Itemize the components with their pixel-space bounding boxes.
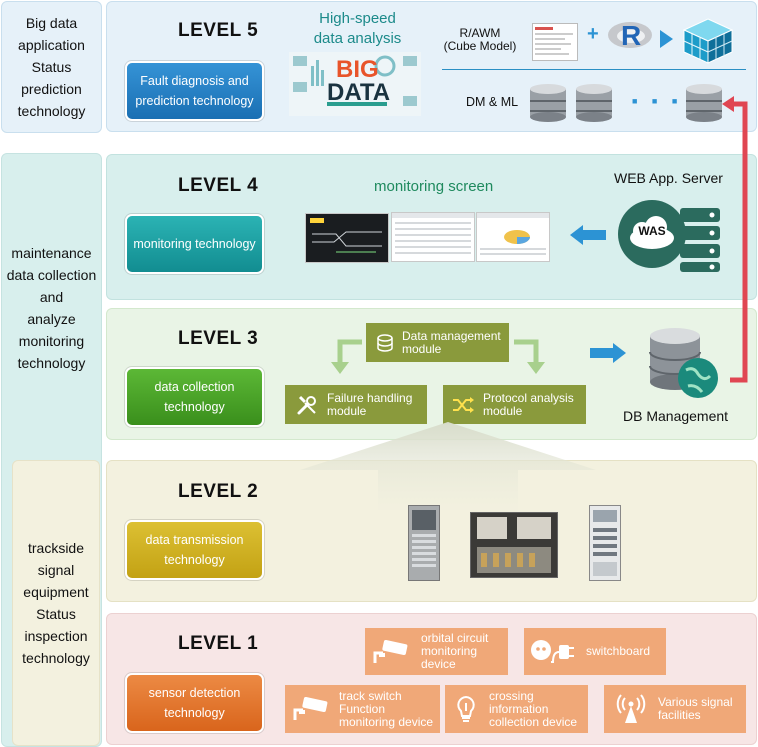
arrow-left-curve-icon bbox=[331, 339, 362, 374]
arrow-right-icon bbox=[590, 343, 626, 368]
monitoring-screenshot-3 bbox=[476, 212, 550, 262]
level5-tech-button[interactable]: Fault diagnosis and prediction technolog… bbox=[127, 63, 262, 119]
switchboard-box[interactable]: switchboard bbox=[524, 628, 666, 675]
protocol-analysis-label: Protocol analysis module bbox=[483, 390, 574, 418]
up-arrow-shape bbox=[300, 422, 596, 510]
db-management-icon bbox=[648, 326, 720, 402]
r-logo-icon bbox=[606, 20, 654, 56]
big-data-graphic bbox=[289, 52, 421, 116]
database-small-icon bbox=[374, 333, 396, 352]
level5-tech-label: Fault diagnosis and prediction technolog… bbox=[135, 74, 254, 108]
cube-icon bbox=[682, 17, 734, 65]
arrow-left-icon bbox=[570, 225, 606, 250]
crossing-info-label: crossing information collection device bbox=[489, 688, 578, 729]
database-icon bbox=[530, 84, 566, 122]
level5-title: LEVEL 5 bbox=[178, 20, 259, 41]
rawm-label: R/AWM (Cube Model) bbox=[443, 26, 517, 53]
level2-title: LEVEL 2 bbox=[178, 481, 259, 502]
cctv-camera-icon bbox=[291, 696, 331, 722]
red-connector-arrow bbox=[722, 96, 748, 383]
level5-divider bbox=[442, 69, 746, 70]
plus-sign: + bbox=[587, 23, 599, 45]
level3-tech-label: data collection technology bbox=[154, 380, 235, 414]
level3-tech-button[interactable]: data collection technology bbox=[127, 369, 262, 425]
equipment-cabinet-2 bbox=[589, 505, 621, 581]
shuffle-icon bbox=[451, 396, 475, 414]
web-app-server-label: WEB App. Server bbox=[614, 170, 723, 186]
sidebar-top-label: Big data application Status prediction t… bbox=[17, 15, 86, 119]
ellipsis-dots: ■ ■ ■ bbox=[632, 96, 684, 106]
database-icon bbox=[686, 84, 722, 122]
data-management-label: Data management module bbox=[402, 328, 501, 356]
dmml-label: DM & ML bbox=[466, 95, 519, 109]
database-icon bbox=[576, 84, 612, 122]
orbital-circuit-label: orbital circuit monitoring device bbox=[421, 631, 489, 671]
track-switch-box[interactable]: track switch Function monitoring device bbox=[285, 685, 440, 733]
failure-handling-module[interactable]: Failure handling module bbox=[285, 385, 427, 424]
equipment-cabinet-1 bbox=[408, 505, 440, 581]
monitoring-screenshot-2 bbox=[391, 212, 475, 262]
document-icon bbox=[532, 23, 578, 61]
arrow-right-curve-icon bbox=[514, 339, 545, 374]
arrow-right-icon bbox=[660, 30, 673, 48]
sidebar-top: Big data application Status prediction t… bbox=[1, 1, 102, 133]
level1-title: LEVEL 1 bbox=[178, 633, 259, 654]
sidebar-bottom-label: trackside signal equipment Status inspec… bbox=[22, 540, 90, 666]
was-server-icon bbox=[618, 198, 722, 274]
monitoring-screenshot-1 bbox=[305, 213, 389, 263]
protocol-analysis-module[interactable]: Protocol analysis module bbox=[443, 385, 586, 424]
failure-handling-label: Failure handling module bbox=[327, 390, 413, 418]
orbital-circuit-box[interactable]: orbital circuit monitoring device bbox=[365, 628, 508, 675]
level4-tech-button[interactable]: monitoring technology bbox=[127, 216, 262, 272]
r-letter: R bbox=[621, 20, 642, 51]
level2-tech-label: data transmission technology bbox=[145, 533, 244, 567]
antenna-icon bbox=[614, 694, 648, 724]
switchboard-label: switchboard bbox=[586, 644, 651, 658]
monitoring-screen-label: monitoring screen bbox=[374, 178, 494, 195]
was-label: WAS bbox=[638, 224, 666, 238]
equipment-open-case bbox=[470, 512, 558, 578]
big-text: BIG bbox=[336, 56, 379, 83]
plug-icon bbox=[528, 637, 578, 667]
cctv-camera-icon bbox=[371, 639, 411, 665]
data-management-module[interactable]: Data management module bbox=[366, 323, 509, 362]
level1-tech-button[interactable]: sensor detection technology bbox=[127, 675, 262, 731]
level1-tech-label: sensor detection technology bbox=[148, 686, 241, 720]
level2-tech-button[interactable]: data transmission technology bbox=[127, 522, 262, 578]
track-switch-label: track switch Function monitoring device bbox=[339, 688, 434, 729]
db-management-label: DB Management bbox=[623, 408, 729, 424]
level4-tech-label: monitoring technology bbox=[133, 237, 256, 251]
lightbulb-icon bbox=[451, 695, 481, 723]
crossing-info-box[interactable]: crossing information collection device bbox=[445, 685, 588, 733]
high-speed-label: High-speed data analysis bbox=[313, 10, 402, 47]
level4-title: LEVEL 4 bbox=[178, 175, 259, 196]
tools-icon bbox=[295, 394, 319, 416]
data-text: DATA bbox=[327, 79, 391, 106]
signal-facilities-label: Various signal facilities bbox=[658, 695, 733, 722]
sidebar-bottom: trackside signal equipment Status inspec… bbox=[12, 460, 100, 746]
signal-facilities-box[interactable]: Various signal facilities bbox=[604, 685, 746, 733]
level3-title: LEVEL 3 bbox=[178, 328, 259, 349]
sidebar-middle-label: maintenance data collection and analyze … bbox=[6, 245, 97, 371]
